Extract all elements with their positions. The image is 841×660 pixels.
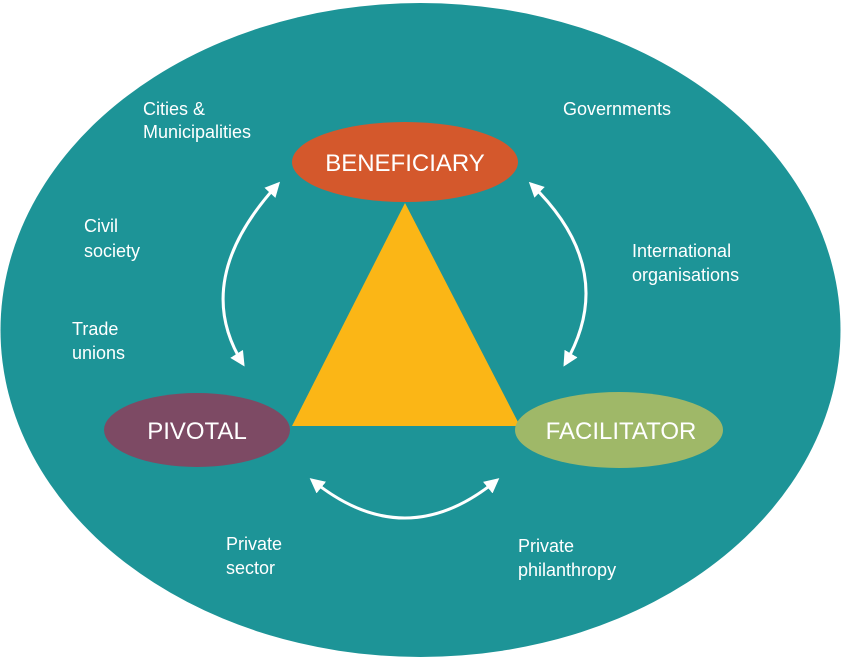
actor-philanthropy: Private philanthropy [518, 536, 616, 580]
actor-civil-society-line1: Civil [84, 216, 118, 236]
actor-cities-line2: Municipalities [143, 122, 251, 142]
actor-international-line2: organisations [632, 265, 739, 285]
node-facilitator-shape [515, 392, 723, 468]
node-pivotal-shape [104, 393, 290, 467]
node-pivotal-label: PIVOTAL [147, 418, 247, 445]
arrow-beneficiary-facilitator [528, 181, 588, 367]
actor-private-sector-line1: Private [226, 534, 282, 554]
node-pivotal: PIVOTAL [104, 393, 290, 467]
actor-private-sector-line2: sector [226, 558, 275, 578]
actor-international-line1: International [632, 241, 731, 261]
actor-trade-unions-line1: Trade [72, 319, 118, 339]
actor-civil-society-line2: society [84, 241, 140, 261]
arrow-pivotal-facilitator [309, 478, 500, 520]
node-facilitator-label: FACILITATOR [546, 418, 697, 445]
actor-cities: Cities & Municipalities [143, 99, 251, 142]
actor-governments-line1: Governments [563, 99, 671, 119]
actor-private-sector: Private sector [226, 534, 287, 578]
node-beneficiary-shape [292, 122, 518, 202]
actor-governments: Governments [563, 99, 671, 119]
actor-trade-unions-line2: unions [72, 343, 125, 363]
actor-cities-line1: Cities & [143, 99, 205, 119]
node-beneficiary: BENEFICIARY [292, 122, 518, 202]
actor-trade-unions: Trade unions [72, 319, 125, 363]
actor-philanthropy-line1: Private [518, 536, 574, 556]
actor-civil-society: Civil society [84, 216, 140, 261]
actor-international: International organisations [632, 241, 739, 285]
central-triangle [292, 203, 520, 426]
node-beneficiary-label: BENEFICIARY [325, 150, 485, 177]
node-facilitator: FACILITATOR [515, 392, 723, 468]
actor-philanthropy-line2: philanthropy [518, 560, 616, 580]
arrow-beneficiary-pivotal [221, 181, 281, 367]
